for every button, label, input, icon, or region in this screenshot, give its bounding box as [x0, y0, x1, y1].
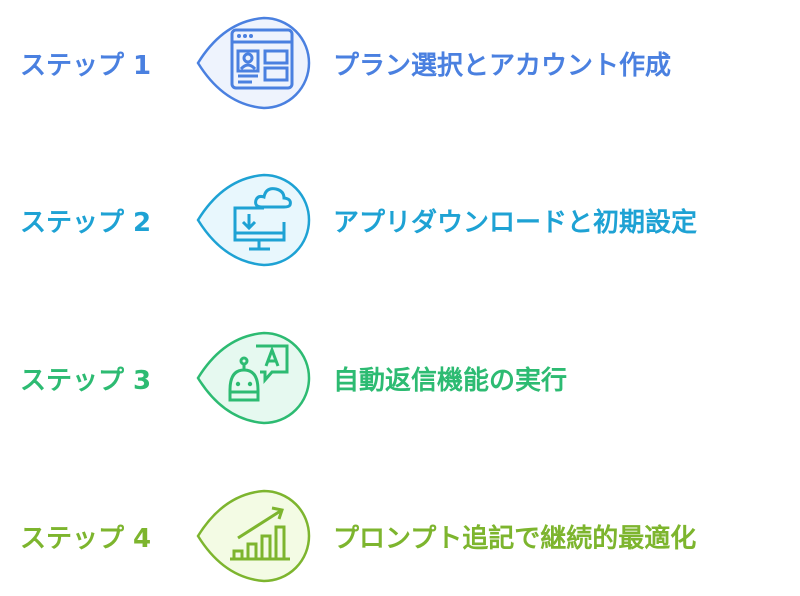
step-row-2: ステップ 2 アプリダウンロードと初期設定 [0, 170, 800, 270]
step-title: 自動返信機能の実行 [333, 366, 568, 396]
step-title: プラン選択とアカウント作成 [333, 51, 672, 81]
step-row-1: ステップ 1 プラン選択とアカウント作成 [0, 13, 800, 113]
step-label: ステップ 2 [20, 208, 152, 238]
step-label: ステップ 1 [20, 51, 152, 81]
step-title: アプリダウンロードと初期設定 [333, 208, 698, 238]
step-label: ステップ 4 [20, 524, 152, 554]
step-row-3: ステップ 3 自動返信機能の実行 [0, 328, 800, 428]
step-label: ステップ 3 [20, 366, 152, 396]
cloud-download-monitor-icon [196, 173, 311, 267]
growth-chart-icon [196, 489, 311, 583]
browser-profile-icon [196, 16, 311, 110]
step-title: プロンプト追記で継続的最適化 [333, 524, 697, 554]
step-row-4: ステップ 4 プロンプト追記で継続的最適化 [0, 486, 800, 586]
chatbot-icon [196, 331, 311, 425]
